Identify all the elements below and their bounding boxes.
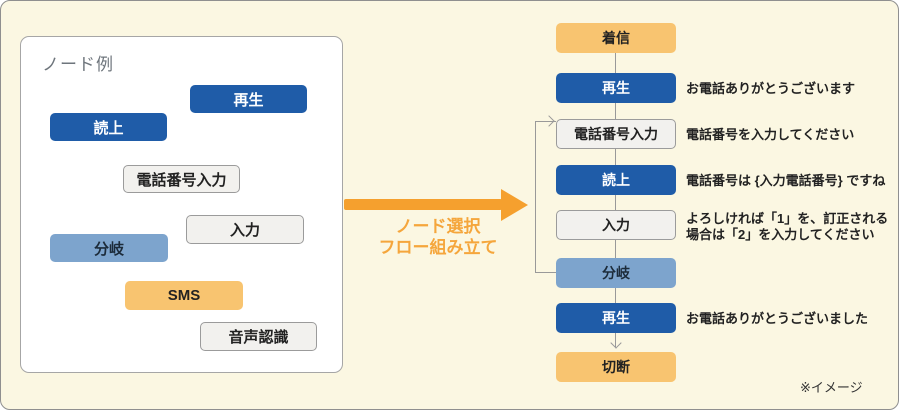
transition-arrow-label: ノード選択 フロー組み立て xyxy=(353,216,523,258)
flow-node-phone-number-input: 電話番号入力 xyxy=(556,119,676,149)
loop-back-connector xyxy=(535,121,556,273)
flow-node-incoming-call: 着信 xyxy=(556,23,676,53)
flow-node-playback-2: 再生 xyxy=(556,303,676,333)
example-node-sms: SMS xyxy=(125,281,243,310)
example-node-input: 入力 xyxy=(186,215,304,244)
panel-title: ノード例 xyxy=(42,55,114,74)
footnote: ※イメージ xyxy=(800,380,863,395)
example-node-speech-recognition: 音声認識 xyxy=(200,322,317,351)
transition-arrow-label-line1: ノード選択 xyxy=(395,217,481,236)
flow-connector xyxy=(615,103,616,119)
example-node-phone-number-input: 電話番号入力 xyxy=(123,165,240,193)
flow-connector xyxy=(615,333,616,347)
down-arrowhead-icon xyxy=(610,337,622,349)
node-examples-panel: ノード例 再生 読上 電話番号入力 入力 分岐 SMS 音声認識 xyxy=(20,36,343,373)
flow-node-branch: 分岐 xyxy=(556,258,676,288)
flow-connector xyxy=(615,288,616,303)
example-node-branch: 分岐 xyxy=(50,234,168,262)
flow-connector xyxy=(615,240,616,258)
transition-arrow-icon xyxy=(344,199,502,210)
flow-connector xyxy=(615,149,616,165)
flow-connector xyxy=(615,195,616,210)
flow-node-disconnect: 切断 xyxy=(556,352,676,382)
flow-node-playback-1: 再生 xyxy=(556,73,676,103)
flow-desc-input: よろしければ「1」を、訂正される 場合は「2」を入力してください xyxy=(686,211,889,242)
example-node-read-aloud: 読上 xyxy=(50,113,167,141)
flow-node-read-aloud: 読上 xyxy=(556,165,676,195)
flow-desc-phone-number-input: 電話番号を入力してください xyxy=(686,127,855,142)
example-node-playback: 再生 xyxy=(190,85,307,113)
transition-arrowhead-icon xyxy=(501,189,528,221)
flow-connector xyxy=(615,53,616,73)
flow-node-input: 入力 xyxy=(556,210,676,240)
flow-desc-playback-1: お電話ありがとうございます xyxy=(686,81,856,96)
transition-arrow-label-line2: フロー組み立て xyxy=(378,238,498,257)
flow-desc-playback-2: お電話ありがとうございました xyxy=(686,311,869,326)
flow-desc-read-aloud: 電話番号は {入力電話番号} ですね xyxy=(686,173,886,188)
